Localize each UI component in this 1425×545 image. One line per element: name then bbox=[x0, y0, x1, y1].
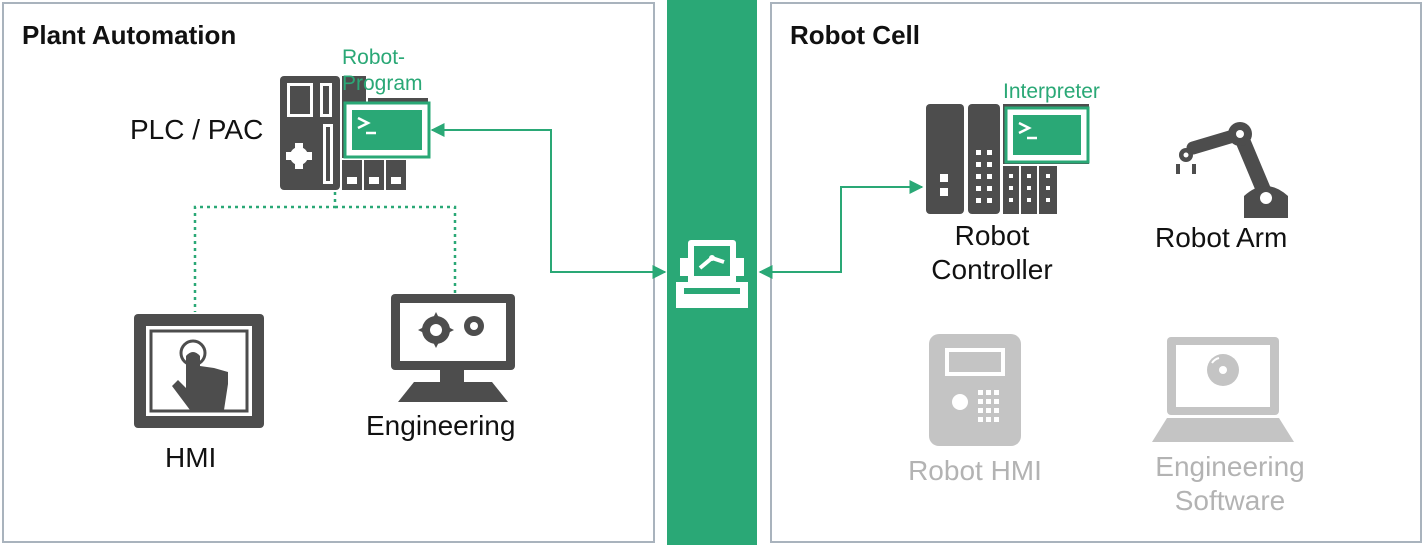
controller-label-line2: Controller bbox=[931, 254, 1053, 285]
teach-pendant-icon bbox=[929, 334, 1021, 446]
robot-cell-title: Robot Cell bbox=[790, 20, 920, 50]
plant-automation-title: Plant Automation bbox=[22, 20, 237, 50]
interpreter-label: Interpreter bbox=[1003, 80, 1100, 103]
bus-arrows bbox=[430, 123, 924, 279]
arrow-bus-to-controller bbox=[758, 180, 924, 279]
engineering-software-label-line1: Engineering bbox=[1155, 451, 1305, 482]
robot-program-label-line1: Robot- bbox=[342, 46, 406, 69]
robot-program-label-line2: Program bbox=[342, 72, 423, 95]
robot-hmi-label: Robot HMI bbox=[908, 455, 1042, 486]
terminal-window-icon bbox=[343, 101, 431, 159]
engineering-software-label-line2: Software bbox=[1174, 485, 1286, 516]
robot-arm-label: Robot Arm bbox=[1155, 222, 1288, 253]
interpreter-window-icon bbox=[1004, 106, 1090, 164]
robot-package-icon bbox=[676, 240, 748, 308]
engineering-label: Engineering bbox=[366, 410, 516, 441]
controller-label-line1: Robot bbox=[954, 220, 1030, 251]
hmi-label: HMI bbox=[165, 442, 217, 473]
laptop-disc-icon bbox=[1152, 337, 1294, 442]
gears-monitor-icon bbox=[391, 294, 515, 402]
touch-screen-icon bbox=[134, 314, 264, 428]
robot-arm-icon bbox=[1176, 122, 1288, 218]
plc-label: PLC / PAC bbox=[130, 114, 264, 145]
arrow-program-to-bus bbox=[430, 123, 667, 279]
